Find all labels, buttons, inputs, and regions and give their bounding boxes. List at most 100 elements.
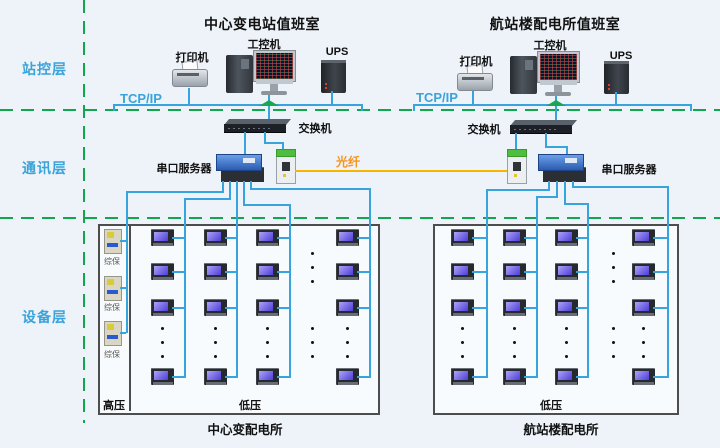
tcpip-bus-left [113, 104, 363, 106]
power-meter [256, 368, 279, 385]
lbl [243, 158, 255, 163]
bezel [538, 52, 579, 82]
base [634, 277, 654, 280]
ellipsis-dot [311, 341, 314, 344]
ellipsis-dot [461, 355, 464, 358]
wire [572, 186, 669, 188]
ellipsis-dot [642, 341, 645, 344]
meter-stub-wire [225, 307, 236, 309]
ellipsis-dot [346, 327, 349, 330]
wire [243, 204, 291, 206]
power-meter [204, 229, 227, 246]
serial-server-label-right: 串口服务器 [601, 164, 657, 176]
wire [250, 188, 371, 190]
base [153, 277, 173, 280]
lv-label-right: 低压 [540, 400, 562, 412]
scr [259, 371, 273, 380]
body [172, 69, 208, 87]
printer-icon-right [457, 64, 493, 94]
ellipsis-dot [266, 327, 269, 330]
scr [506, 232, 520, 241]
doty [514, 174, 517, 177]
scr [259, 302, 273, 311]
scr [558, 232, 572, 241]
bay [525, 60, 533, 70]
room-title-right: 航站楼配电所值班室 [489, 16, 621, 32]
protection-relay [104, 276, 122, 301]
layer-label-device: 设备层 [22, 309, 67, 325]
base [453, 382, 473, 385]
wire [587, 203, 589, 378]
base [634, 382, 654, 385]
ellipsis-dot [612, 266, 615, 269]
ports [228, 128, 272, 129]
scr [635, 232, 649, 241]
power-meter [555, 368, 578, 385]
base [505, 243, 525, 246]
fiber-label: 光纤 [336, 155, 361, 169]
slot [462, 77, 484, 80]
wire [572, 181, 574, 188]
blu [107, 335, 118, 339]
scr [207, 232, 221, 241]
relay-stub-wire [120, 287, 126, 289]
scr [635, 266, 649, 275]
meter-stub-wire [357, 271, 369, 273]
base [153, 313, 173, 316]
junction-arrow-right [546, 100, 566, 106]
switch-label-right: 交换机 [467, 124, 501, 136]
ellipsis-dot [513, 341, 516, 344]
pc-tower-right [510, 56, 537, 94]
scr [154, 232, 168, 241]
power-meter [451, 263, 474, 280]
wire [690, 104, 692, 111]
base [557, 313, 577, 316]
base [153, 382, 173, 385]
meter-stub-wire [524, 237, 536, 239]
meter-stub-wire [277, 271, 289, 273]
wire [184, 198, 186, 378]
ellipsis-dot [161, 341, 164, 344]
base [258, 313, 278, 316]
meter-stub-wire [653, 307, 667, 309]
blu [107, 290, 118, 294]
meter-stub-wire [357, 237, 369, 239]
substation-box-right [433, 224, 679, 415]
meter-stub-wire [653, 271, 667, 273]
base [453, 243, 473, 246]
ellipsis-dot [214, 355, 217, 358]
scr [635, 371, 649, 380]
scr [256, 53, 293, 79]
ellipsis-dot [161, 355, 164, 358]
meter-stub-wire [472, 237, 486, 239]
scr [259, 232, 273, 241]
scr [540, 54, 577, 80]
wire [564, 203, 589, 205]
ellipsis-dot [565, 327, 568, 330]
wire [264, 132, 266, 143]
meter-stub-wire [472, 271, 486, 273]
switch-label-left: 交换机 [298, 123, 332, 135]
ellipsis-dot [612, 280, 615, 283]
meter-stub-wire [472, 376, 486, 378]
wire [536, 196, 558, 198]
wire [250, 181, 252, 190]
ellipsis-dot [642, 355, 645, 358]
yel [107, 324, 114, 330]
power-meter [336, 299, 359, 316]
meter-stub-wire [524, 271, 536, 273]
meter-stub-wire [576, 307, 587, 309]
wire [126, 191, 128, 333]
wire [243, 181, 245, 206]
base [557, 243, 577, 246]
mid [282, 162, 290, 171]
pc-tower-left [226, 55, 253, 93]
meter-stub-wire [576, 271, 587, 273]
slot [177, 73, 199, 76]
fiber-link [295, 170, 507, 172]
base [206, 382, 226, 385]
protection-relay-label: 综保 [104, 350, 120, 359]
ports [514, 129, 558, 130]
power-meter [451, 299, 474, 316]
